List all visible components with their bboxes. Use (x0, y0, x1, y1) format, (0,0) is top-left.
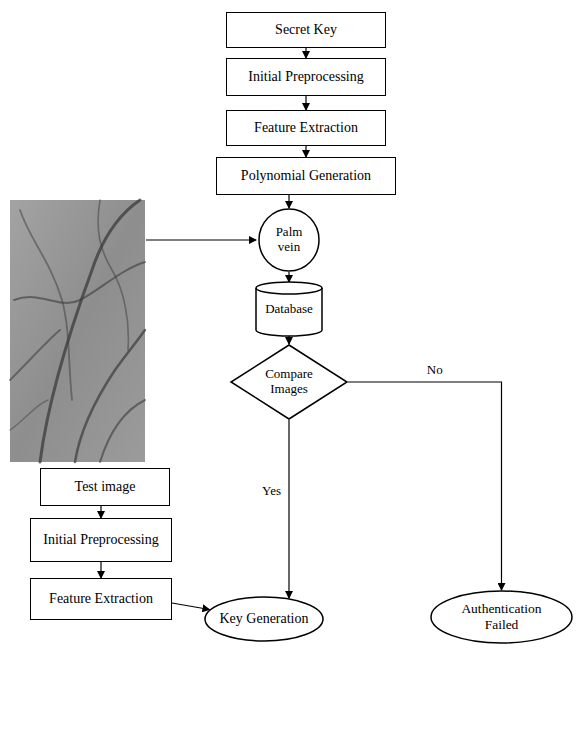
outline (231, 345, 347, 419)
node-label: Feature Extraction (49, 591, 153, 607)
palm-vein-photo (10, 200, 145, 462)
outline (256, 282, 322, 336)
outline (259, 209, 319, 271)
data-circle: Palm vein (258, 208, 320, 272)
connector-arrow (288, 195, 289, 208)
vein-lines (10, 200, 145, 462)
node-label: Test image (75, 479, 136, 495)
connector-arrow (288, 420, 289, 598)
process-box: Test image (40, 468, 170, 506)
node-label: Key Generation (219, 611, 308, 627)
connector-arrow (305, 146, 306, 157)
outline (205, 597, 323, 641)
node-label: Initial Preprocessing (248, 69, 363, 85)
process-box: Initial Preprocessing (226, 58, 386, 96)
connector-arrow (172, 603, 209, 610)
process-box: Polynomial Generation (216, 157, 396, 195)
connector-arrow (348, 382, 502, 590)
process-box: Initial Preprocessing (30, 518, 172, 562)
process-box: Feature Extraction (30, 578, 172, 620)
cylinder-rim (256, 288, 322, 294)
node-label: Authentication Failed (448, 601, 556, 632)
image-arrow (146, 239, 256, 240)
connector-arrow (100, 562, 101, 578)
node-label: Polynomial Generation (241, 168, 371, 184)
connector-arrow (305, 96, 306, 110)
terminal-ellipse: Key Generation (204, 596, 324, 642)
decision-diamond: Compare Images (230, 344, 348, 420)
process-box: Feature Extraction (226, 110, 386, 146)
node-label: Secret Key (275, 22, 337, 38)
edge-label: No (425, 363, 445, 377)
edge-label: Yes (260, 484, 283, 498)
node-label: Initial Preprocessing (43, 532, 158, 548)
node-label: Compare Images (258, 367, 320, 397)
process-box: Secret Key (226, 12, 386, 48)
terminal-ellipse: Authentication Failed (430, 590, 573, 644)
outline (431, 591, 572, 643)
connector-arrow (100, 506, 101, 518)
node-label: Database (265, 302, 313, 317)
database-cylinder: Database (255, 282, 323, 336)
node-label: Feature Extraction (254, 120, 358, 136)
connector-arrow (288, 272, 289, 282)
node-label: Palm vein (268, 225, 310, 255)
connector-arrow (288, 336, 289, 344)
connector-arrow (305, 48, 306, 58)
